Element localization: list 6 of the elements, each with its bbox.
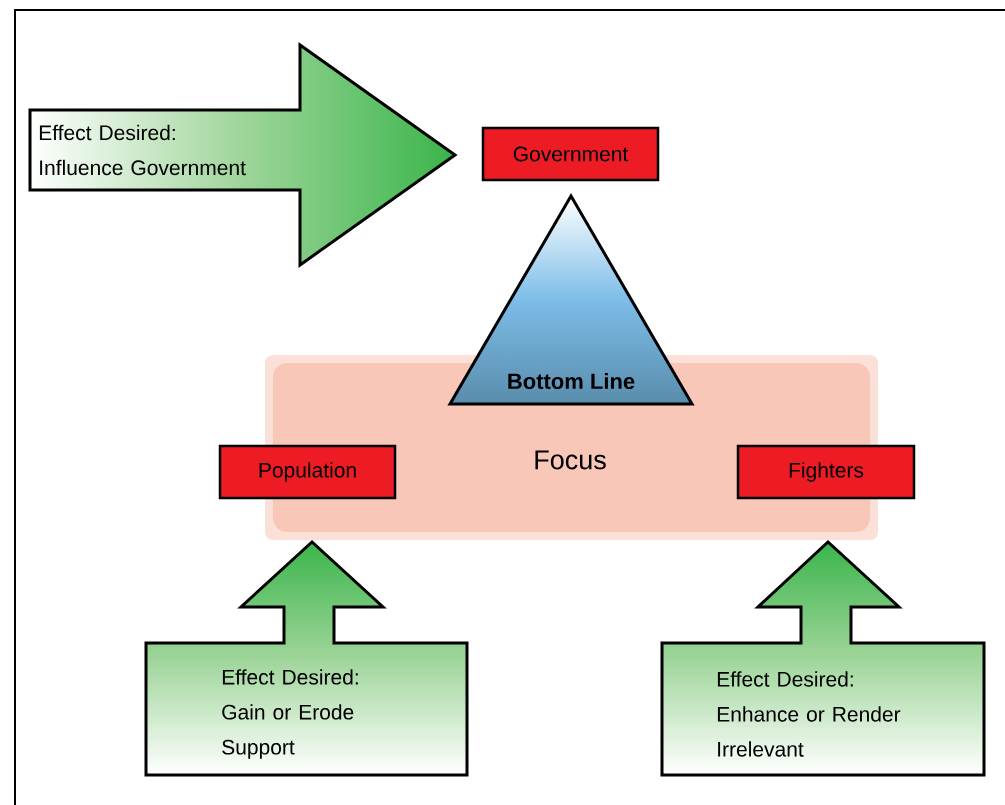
label-box: Fighters	[736, 444, 916, 500]
label-box: Government	[481, 126, 660, 182]
arrow-callout: Effect Desired: Enhance or Render Irrelevant	[660, 539, 986, 777]
arrow-callout: Effect Desired: Gain or Erode Support	[144, 539, 469, 777]
label-box: Population	[218, 444, 397, 500]
arrow-callout: Effect Desired: Influence Government	[28, 42, 458, 268]
